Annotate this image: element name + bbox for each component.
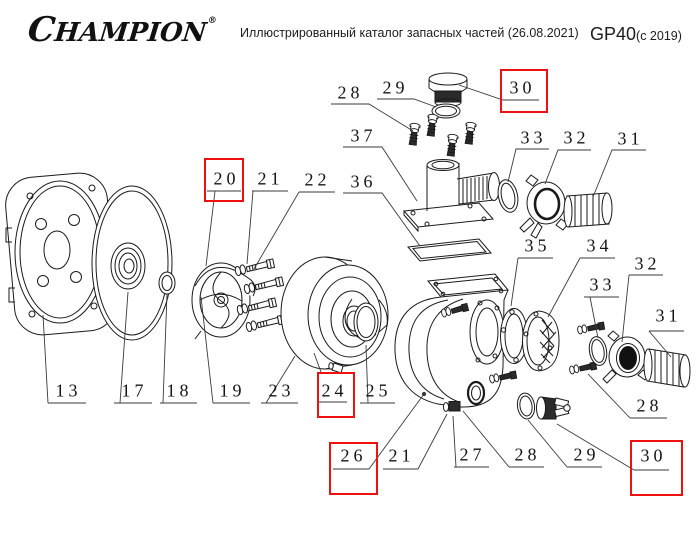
part-filler-cap [428, 72, 468, 107]
part-callout-33: 33 [589, 274, 616, 295]
part-strainer [522, 310, 560, 372]
part-coupling-gasket-top [497, 179, 519, 213]
part-oring-drain [516, 392, 536, 420]
part-callout-30: 30 [640, 445, 667, 466]
part-callout-37: 37 [350, 125, 377, 146]
part-callout-19: 19 [219, 380, 246, 401]
part-callout-21: 21 [388, 445, 415, 466]
part-seal-ring [158, 271, 176, 295]
model-label: GP40(с 2019) [590, 24, 682, 45]
part-gasket-disc [91, 185, 173, 341]
part-callout-28: 28 [337, 82, 364, 103]
leader-lines [42, 84, 684, 471]
part-callout-32: 32 [634, 253, 661, 274]
part-square-gasket [407, 238, 492, 262]
highlight-box [204, 158, 244, 202]
part-pump-housing [394, 273, 518, 412]
part-callout-26: 26 [340, 445, 367, 466]
part-callout-25: 25 [365, 380, 392, 401]
part-bolt-28a [576, 320, 606, 335]
part-flange-bolts [407, 113, 477, 157]
part-callout-30: 30 [509, 77, 536, 98]
model-suffix: (с 2019) [636, 29, 682, 43]
model-name: GP40 [590, 24, 637, 44]
part-hose-adapter-top [563, 192, 613, 228]
part-coupling-gasket-bottom [588, 336, 608, 366]
part-coupling-clamp-bottom [602, 330, 650, 384]
part-callout-27: 27 [459, 444, 486, 465]
highlight-box [630, 440, 683, 496]
part-impeller [191, 262, 256, 340]
part-callout-18: 18 [166, 380, 193, 401]
part-callout-29: 29 [382, 77, 409, 98]
part-callout-36: 36 [350, 171, 377, 192]
part-bolt-28b [568, 360, 598, 375]
part-callout-31: 31 [655, 305, 682, 326]
part-callout-22: 22 [304, 169, 331, 190]
part-callout-35: 35 [524, 235, 551, 256]
catalog-title: Иллюстрированный каталог запасных частей… [240, 26, 579, 40]
part-drain-plug [536, 396, 571, 420]
part-cover-plate [5, 172, 117, 336]
part-callout-34: 34 [586, 235, 613, 256]
part-callout-28: 28 [636, 395, 663, 416]
highlight-box [500, 69, 548, 113]
part-oring-volute [353, 302, 379, 342]
part-coupling-clamp-top [519, 174, 569, 239]
part-callout-29: 29 [573, 444, 600, 465]
part-inlet-elbow [402, 159, 500, 233]
part-callout-28: 28 [514, 444, 541, 465]
part-callout-33: 33 [520, 127, 547, 148]
part-callout-13: 13 [55, 380, 82, 401]
part-callout-31: 31 [617, 128, 644, 149]
part-callout-23: 23 [268, 380, 295, 401]
part-hose-adapter-bottom [643, 348, 691, 388]
part-oring-filler [431, 103, 461, 119]
part-callout-24: 24 [321, 380, 348, 401]
part-callout-20: 20 [213, 168, 240, 189]
part-callout-32: 32 [563, 127, 590, 148]
highlight-box [329, 442, 378, 495]
part-callout-21: 21 [257, 168, 284, 189]
highlight-box [317, 372, 355, 418]
part-callout-17: 17 [121, 380, 148, 401]
